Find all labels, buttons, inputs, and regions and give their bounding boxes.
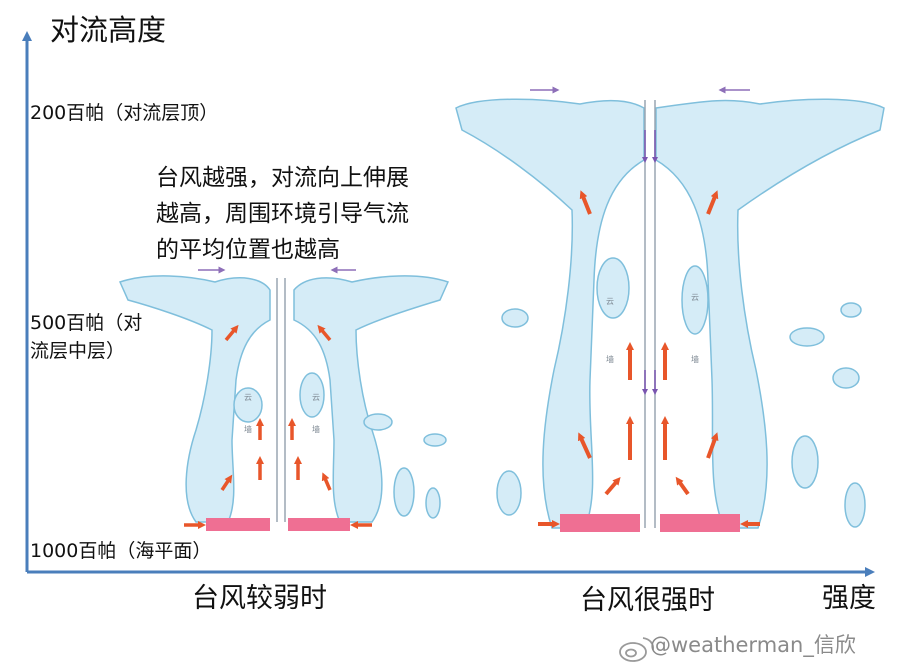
strong-sea-surface-left	[560, 514, 640, 532]
strong-right-cloud-text-2: 墙	[691, 354, 699, 364]
level-label-500hpa-line1: 500百帕（对	[30, 312, 143, 334]
weak-typhoon-cloud	[118, 275, 450, 523]
strong-typhoon-cloud	[455, 98, 885, 529]
y-axis-title: 对流高度	[50, 13, 167, 47]
annotation-line-1: 台风越强，对流向上伸展	[156, 165, 409, 191]
annotation-line-2: 越高，周围环境引导气流	[156, 201, 409, 227]
strong-sea-surface-right	[660, 514, 740, 532]
level-label-1000hpa: 1000百帕（海平面）	[30, 540, 212, 562]
x-axis-title: 强度	[822, 583, 876, 614]
weak-sea-surface-left	[206, 518, 270, 531]
weak-right-cloud-text-1: 云	[312, 393, 320, 402]
weak-updraft-arrows	[184, 324, 372, 529]
weak-left-cloud-text-1: 云	[244, 393, 252, 402]
annotation-text: 台风越强，对流向上伸展 越高，周围环境引导气流 的平均位置也越高	[156, 160, 456, 268]
strong-right-cloud-text-1: 云	[691, 293, 699, 302]
weibo-logo-icon	[619, 637, 655, 662]
strong-left-cloud-text-2: 墙	[606, 354, 614, 364]
strong-left-cloud-text-1: 云	[606, 297, 614, 306]
annotation-line-3: 的平均位置也越高	[156, 237, 340, 263]
level-label-200hpa: 200百帕（对流层顶）	[30, 102, 219, 124]
watermark: @weatherman_信欣	[650, 633, 856, 657]
level-label-500hpa-line2: 流层中层）	[30, 340, 126, 362]
strong-updraft-arrows	[538, 190, 760, 528]
weak-left-cloud-text-2: 墙	[244, 424, 252, 434]
weak-sea-surface-right	[288, 518, 350, 531]
caption-weak-typhoon: 台风较弱时	[192, 583, 327, 614]
caption-strong-typhoon: 台风很强时	[580, 585, 715, 616]
strong-eye-subsidence-arrows	[642, 130, 658, 395]
weak-right-cloud-text-2: 墙	[312, 424, 320, 434]
